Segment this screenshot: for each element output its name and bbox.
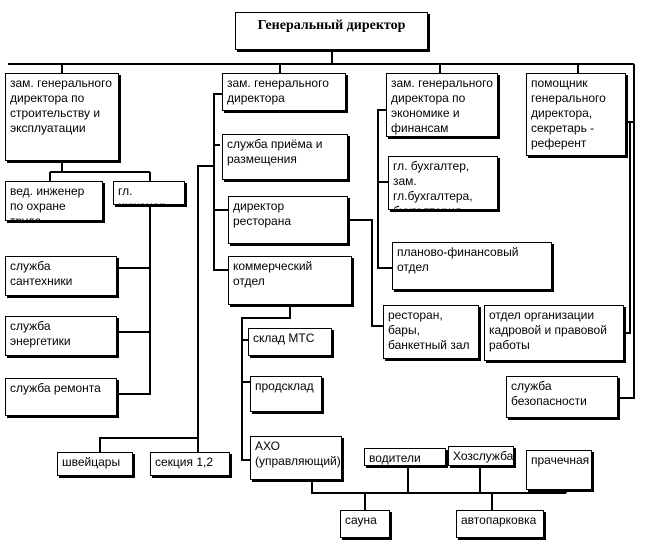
reception-service-box: служба приёма и размещения: [222, 134, 348, 180]
drivers-box: водители: [364, 448, 446, 466]
security-service-box: служба безопасности: [506, 376, 618, 418]
restaurant-bars-box: ресторан, бары, банкетный зал: [383, 305, 479, 359]
commercial-department-box: коммерческий отдел: [228, 256, 352, 305]
general-director-box: Генеральный директор: [235, 12, 428, 50]
planning-finance-box: планово-финансовый отдел: [392, 242, 552, 290]
sauna-box: сауна: [340, 510, 390, 538]
deputy-economics-box: зам. генерального директора по экономике…: [386, 73, 498, 137]
household-service-box: Хозслужба: [448, 446, 514, 466]
section-box: секция 1,2: [150, 452, 230, 476]
hr-legal-department-box: отдел организации кадровой и правовой ра…: [484, 305, 624, 361]
assistant-secretary-box: помощник генерального директора, секрета…: [526, 73, 626, 156]
energy-service-box: служба энергетики: [5, 316, 117, 356]
laundry-box: прачечная: [526, 450, 592, 490]
food-warehouse-box: продсклад: [250, 376, 322, 412]
mts-warehouse-box: склад МТС: [248, 328, 332, 356]
deputy-construction-box: зам. генерального директора по строитель…: [5, 73, 119, 161]
restaurant-director-box: директор ресторана: [228, 196, 348, 244]
parking-box: автопарковка: [456, 510, 544, 538]
doormen-box: швейцары: [57, 452, 133, 476]
chief-engineer-box: гл. инженер: [113, 181, 185, 205]
admin-household-box: АХО (управляющий): [250, 436, 342, 480]
deputy-general-box: зам. генерального директора: [222, 73, 346, 111]
repair-service-box: служба ремонта: [5, 378, 117, 416]
plumbing-service-box: служба сантехники: [5, 256, 117, 296]
chief-accountant-box: гл. бухгалтер, зам. гл.бухгалтера, бухга…: [388, 156, 498, 210]
safety-engineer-box: вед. инженер по охране труда: [5, 181, 103, 221]
connector-lines: [8, 50, 635, 510]
